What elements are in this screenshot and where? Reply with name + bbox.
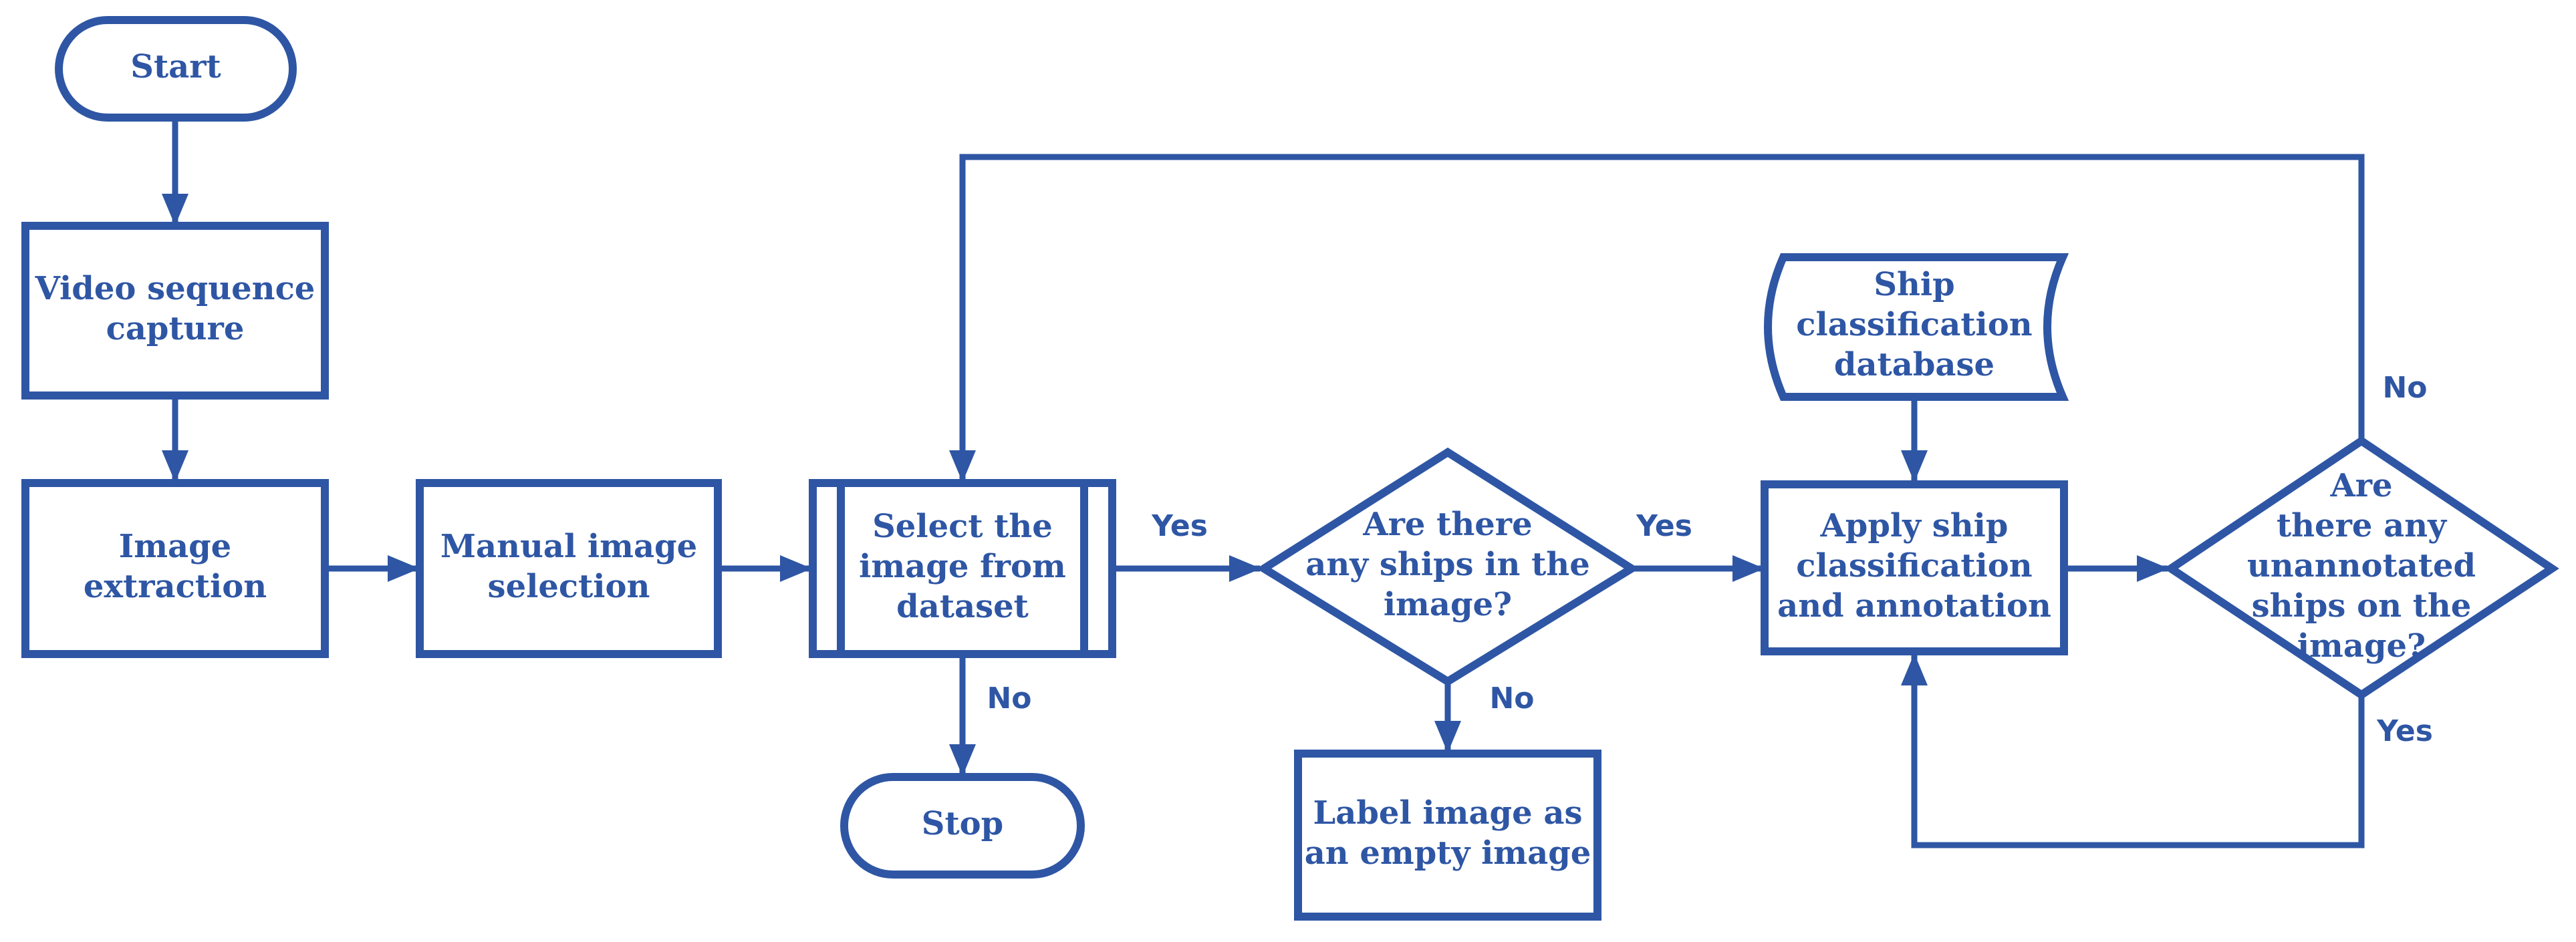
start-label: Start xyxy=(130,48,221,86)
label-line: Image xyxy=(119,528,231,565)
label-line: any ships in the xyxy=(1305,546,1590,583)
label-line: database xyxy=(1834,346,1994,383)
label-line: Are xyxy=(2329,467,2392,504)
label-line: extraction xyxy=(84,568,267,605)
label-line: an empty image xyxy=(1305,834,1591,872)
stop-terminal: Stop xyxy=(840,773,1085,879)
edge-label-select-no: No xyxy=(987,681,1031,716)
label-line: and annotation xyxy=(1777,587,2051,625)
start-terminal: Start xyxy=(55,16,297,122)
label-line: dataset xyxy=(896,588,1029,625)
label-line: Start xyxy=(130,48,221,86)
label-line: Select the xyxy=(872,508,1053,545)
label-line: Video sequence xyxy=(35,270,315,307)
label-line: classification xyxy=(1796,306,2032,343)
label-line: ships on the xyxy=(2252,587,2472,625)
label-line: Ship xyxy=(1874,266,1954,303)
label-line: selection xyxy=(488,568,650,605)
edge-label-unannotated-no: No xyxy=(2382,371,2427,405)
edge-label-decision-no: No xyxy=(1489,681,1534,716)
label-line: Label image as xyxy=(1313,794,1583,832)
label-line: unannotated xyxy=(2247,547,2476,585)
edge-label-unannotated-yes: Yes xyxy=(2376,714,2433,748)
label-line: there any xyxy=(2277,507,2448,544)
edge-labels: No Yes Yes No No Yes xyxy=(987,371,2432,748)
label-line: capture xyxy=(106,310,245,347)
stop-label: Stop xyxy=(922,805,1003,842)
edge-label-decision-yes: Yes xyxy=(1636,509,1692,543)
label-line: image? xyxy=(2297,627,2426,665)
label-line: Apply ship xyxy=(1820,507,2009,544)
arrow-unannotated-yes-loop-to-apply-classification xyxy=(1901,653,2365,848)
edge-label-select-yes: Yes xyxy=(1151,509,1208,543)
label-line: Are there xyxy=(1362,506,1532,543)
connectors xyxy=(162,118,2365,848)
label-line: image from xyxy=(859,548,1066,585)
arrow-unannotated-no-loop-to-select-image xyxy=(949,154,2365,482)
label-line: Stop xyxy=(922,805,1003,842)
label-line: classification xyxy=(1796,547,2032,585)
label-line: image? xyxy=(1384,586,1512,623)
label-line: Manual image xyxy=(440,528,697,565)
